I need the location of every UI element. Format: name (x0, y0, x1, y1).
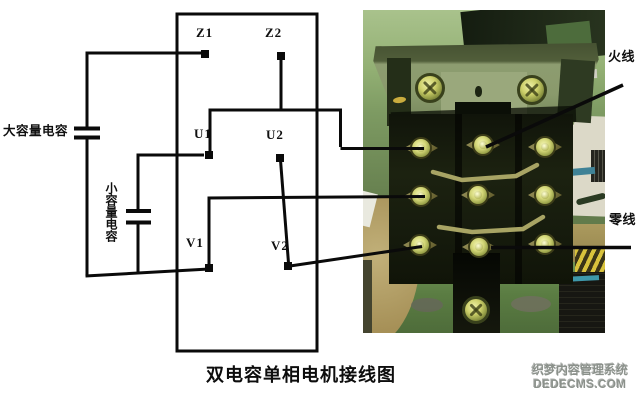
terminal-screw (462, 230, 496, 264)
board-hole (411, 298, 443, 312)
terminal-label-u1: U1 (194, 126, 212, 141)
large-capacitor-label: 大容量电容 (3, 124, 69, 138)
block-column-gap (515, 114, 522, 284)
figure-caption: 双电容单相电机接线图 (206, 365, 396, 385)
terminal-screw (403, 228, 437, 262)
terminal-label-z1: Z1 (196, 25, 214, 40)
terminal-screw (528, 227, 562, 261)
photo-left-edge-shadow (363, 260, 372, 333)
live-wire-label: 火线 (608, 49, 636, 64)
small-capacitor-label: 小容量电容 (104, 182, 118, 242)
dark-book (591, 150, 605, 182)
terminal-screw (404, 131, 438, 165)
terminal-box-outline (175, 12, 319, 353)
terminal-screw (528, 178, 562, 212)
terminal-screw (528, 130, 562, 164)
neutral-wire-label: 零线 (609, 212, 637, 227)
terminal-screw (466, 128, 500, 162)
bottom-screw (462, 296, 490, 324)
cover-screw (415, 73, 445, 103)
cover-center-hole (475, 86, 482, 97)
terminal-screw (404, 179, 438, 213)
watermark-cn: 织梦内容管理系统 (531, 363, 628, 377)
terminal-label-v1: V1 (186, 235, 204, 250)
cover-screw (517, 75, 547, 105)
terminal-block-photo (363, 10, 605, 333)
terminal-label-v2: V2 (271, 238, 289, 253)
watermark-site: DEDECMS.COM (533, 379, 627, 391)
board-hole (511, 296, 551, 312)
terminal-label-u2: U2 (266, 127, 284, 142)
watermark: 织梦内容管理系统 DEDECMS.COM (526, 361, 634, 391)
terminal-screw (461, 178, 495, 212)
block-column-gap (455, 114, 462, 284)
terminal-label-z2: Z2 (265, 25, 283, 40)
